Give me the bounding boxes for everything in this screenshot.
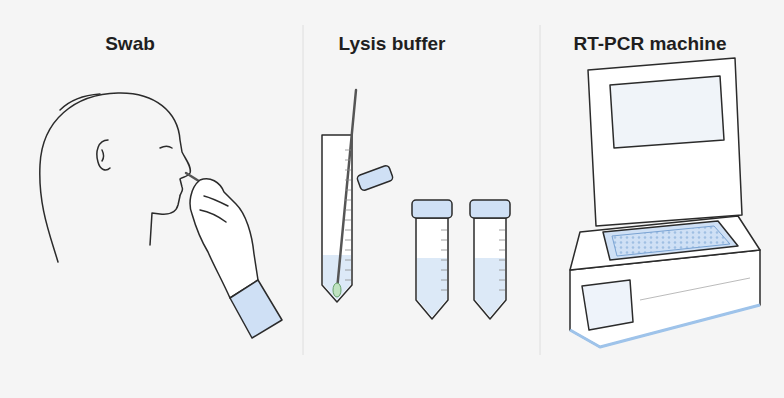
panel-title: RT-PCR machine [573, 33, 726, 55]
person-head [40, 93, 191, 262]
graduation-marks [345, 150, 505, 290]
panel-title: Swab [105, 33, 155, 55]
divider [303, 25, 540, 355]
open-tube [322, 90, 394, 302]
closed-tube [412, 200, 510, 319]
swab-and-glove [186, 173, 282, 338]
panel-title: Lysis buffer [339, 33, 446, 55]
pcr-machine [570, 58, 760, 347]
